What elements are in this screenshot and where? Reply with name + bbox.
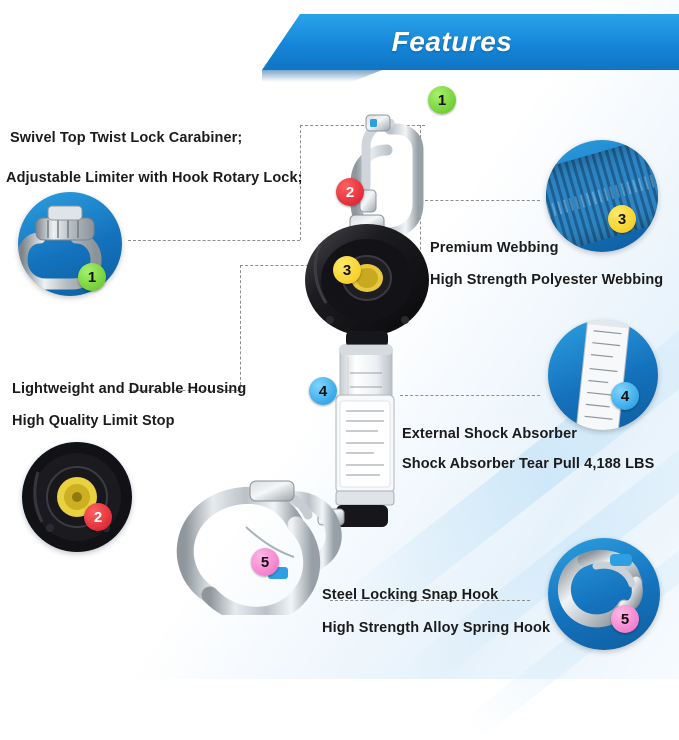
webbing-detail-inset	[546, 140, 658, 252]
product-marker-4: 4	[309, 377, 337, 405]
shock-absorber-detail-inset	[548, 320, 658, 430]
product-illustration	[150, 95, 530, 624]
shock-absorber-detail-graphic	[575, 320, 631, 430]
marker-4-label: 4	[318, 382, 328, 400]
marker-5-label: 5	[260, 553, 270, 571]
callout-4-line-1: External Shock Absorber	[402, 426, 578, 442]
shock-absorber-graphic	[335, 394, 395, 506]
inset-4-badge: 4	[611, 382, 639, 410]
inset-3-badge: 3	[608, 205, 636, 233]
marker-3-label: 3	[342, 261, 352, 279]
marker-1-label: 1	[437, 91, 447, 109]
feature-infographic: Features	[0, 0, 679, 679]
carabiner-detail-graphic	[18, 205, 102, 290]
housing-detail-inset	[22, 442, 132, 552]
product-marker-1: 1	[428, 86, 456, 114]
callout-1-line-1: Swivel Top Twist Lock Carabiner;	[10, 130, 243, 146]
snap-hook-detail-inset	[548, 538, 660, 650]
product-marker-3: 3	[333, 256, 361, 284]
callout-5-line-2: High Strength Alloy Spring Hook	[322, 620, 551, 636]
connector-right-3h	[420, 200, 540, 201]
callout-4-line-2: Shock Absorber Tear Pull 4,188 LBS	[402, 456, 655, 472]
product-svg	[176, 114, 429, 624]
inset-2-label: 2	[93, 508, 103, 526]
inset-4-label: 4	[620, 387, 630, 405]
callout-1-line-2: Adjustable Limiter with Hook Rotary Lock…	[6, 170, 303, 186]
header-banner-shadow	[262, 70, 382, 82]
connector-left-1	[128, 240, 300, 241]
connector-bottom-5	[330, 600, 530, 601]
inset-1-label: 1	[87, 268, 97, 286]
snap-hook-detail-graphic	[557, 550, 643, 628]
connector-left-2	[128, 390, 240, 391]
product-marker-5: 5	[251, 548, 279, 576]
callout-2-line-1: Lightweight and Durable Housing	[12, 381, 247, 397]
webbing-detail-graphic	[546, 140, 658, 252]
callout-3-line-2: High Strength Polyester Webbing	[430, 272, 664, 288]
callout-2-line-2: High Quality Limit Stop	[12, 413, 175, 429]
inset-1-badge: 1	[78, 263, 106, 291]
connector-right-4	[400, 395, 540, 396]
retractor-housing-graphic	[305, 224, 429, 347]
connector-top-left	[300, 125, 301, 240]
carabiner-detail-inset	[18, 192, 122, 296]
marker-2-label: 2	[345, 183, 355, 201]
header-banner	[262, 14, 679, 70]
connector-top	[300, 125, 425, 126]
inset-5-label: 5	[620, 610, 630, 628]
inset-3-label: 3	[617, 210, 627, 228]
callout-3-line-1: Premium Webbing	[430, 240, 559, 256]
callout-5-line-1: Steel Locking Snap Hook	[322, 587, 499, 603]
connector-mid-v	[240, 265, 241, 390]
inset-5-badge: 5	[611, 605, 639, 633]
product-marker-2: 2	[336, 178, 364, 206]
page-title: Features	[391, 26, 513, 57]
inset-2-badge: 2	[84, 503, 112, 531]
snap-hook-graphic	[176, 480, 342, 624]
housing-detail-graphic	[22, 442, 132, 552]
